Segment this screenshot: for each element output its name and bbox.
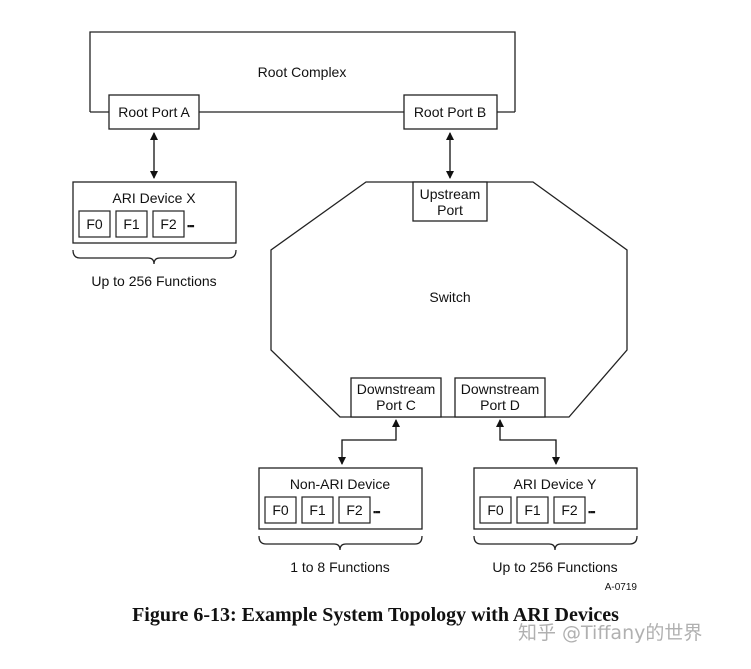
- root-port-b: Root Port B: [403, 94, 498, 130]
- ellipsis-icon: ▪▪▪: [373, 507, 380, 517]
- function-f1: F1: [301, 496, 334, 524]
- root-port-a: Root Port A: [108, 94, 200, 130]
- switch-label: Switch: [429, 289, 470, 305]
- ellipsis-icon: ▪▪▪: [588, 507, 595, 517]
- svg-text:F1: F1: [309, 502, 326, 518]
- svg-text:F2: F2: [346, 502, 363, 518]
- function-f0: F0: [264, 496, 297, 524]
- brace-x: [72, 249, 237, 265]
- svg-text:Upstream: Upstream: [420, 186, 481, 202]
- svg-text:Port C: Port C: [376, 397, 416, 413]
- svg-text:Port D: Port D: [480, 397, 520, 413]
- downstream-port-d: Downstream Port D: [454, 377, 546, 418]
- watermark: 知乎 @Tiffany的世界: [518, 622, 703, 644]
- ari-device-y-label: ARI Device Y: [514, 476, 598, 492]
- non-ari-device-brace-label: 1 to 8 Functions: [290, 559, 390, 575]
- svg-text:F1: F1: [123, 216, 140, 232]
- function-f0: F0: [78, 210, 111, 238]
- function-f2: F2: [338, 496, 371, 524]
- ari-device-x: ARI Device X F0 F1 F2 ▪▪▪: [72, 181, 237, 244]
- link-arrow-c-to-non-ari: [338, 419, 400, 465]
- svg-text:F0: F0: [86, 216, 103, 232]
- root-port-a-label: Root Port A: [118, 104, 190, 120]
- ari-device-y-brace-label: Up to 256 Functions: [492, 559, 617, 575]
- brace-y: [473, 535, 638, 551]
- link-arrow-d-to-y: [496, 419, 560, 465]
- brace-non-ari: [258, 535, 423, 551]
- upstream-port: Upstream Port: [412, 181, 488, 222]
- svg-text:Downstream: Downstream: [357, 381, 436, 397]
- function-f0: F0: [479, 496, 512, 524]
- svg-text:F2: F2: [561, 502, 578, 518]
- ari-device-x-label: ARI Device X: [112, 190, 196, 206]
- non-ari-device: Non-ARI Device F0 F1 F2 ▪▪▪: [258, 467, 423, 530]
- figure-id: A-0719: [605, 582, 638, 593]
- function-f2: F2: [553, 496, 586, 524]
- ari-device-y: ARI Device Y F0 F1 F2 ▪▪▪: [473, 467, 638, 530]
- svg-text:F2: F2: [160, 216, 177, 232]
- root-complex: Root Complex: [89, 31, 516, 113]
- downstream-port-c: Downstream Port C: [350, 377, 442, 418]
- function-f1: F1: [115, 210, 148, 238]
- svg-text:Port: Port: [437, 202, 463, 218]
- root-complex-label: Root Complex: [258, 64, 347, 80]
- non-ari-device-label: Non-ARI Device: [290, 476, 391, 492]
- function-f1: F1: [516, 496, 549, 524]
- svg-text:F1: F1: [524, 502, 541, 518]
- function-f2: F2: [152, 210, 185, 238]
- switch: Switch: [270, 181, 628, 418]
- ari-device-x-brace-label: Up to 256 Functions: [91, 273, 216, 289]
- svg-text:Downstream: Downstream: [461, 381, 540, 397]
- svg-text:F0: F0: [272, 502, 289, 518]
- root-port-b-label: Root Port B: [414, 104, 486, 120]
- figure-caption: Figure 6-13: Example System Topology wit…: [132, 604, 619, 626]
- svg-text:F0: F0: [487, 502, 504, 518]
- ellipsis-icon: ▪▪▪: [187, 221, 194, 231]
